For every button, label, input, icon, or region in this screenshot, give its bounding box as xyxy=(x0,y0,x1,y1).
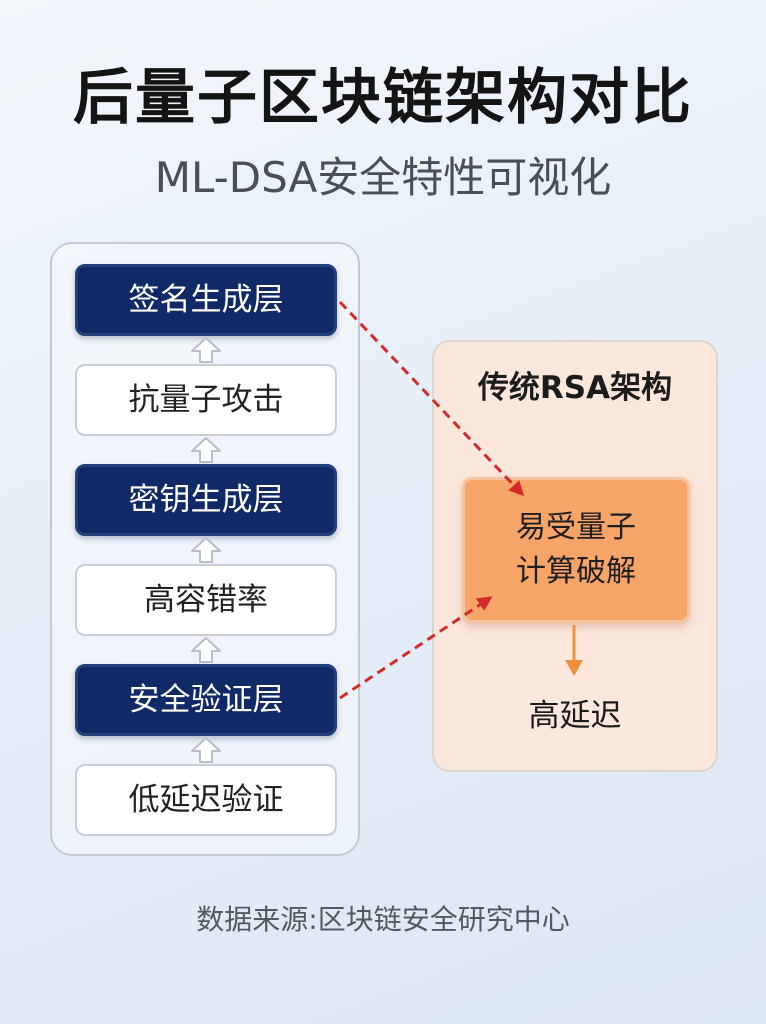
up-arrow-icon xyxy=(191,337,221,363)
up-arrow-icon xyxy=(191,537,221,563)
page-title: 后量子区块链架构对比 xyxy=(73,63,693,133)
stack-box-quantum-resistance: 抗量子攻击 xyxy=(75,364,337,436)
stack-box-key-generation-layer: 密钥生成层 xyxy=(75,464,337,536)
stack-box-low-latency-verification: 低延迟验证 xyxy=(75,764,337,836)
high-latency-label: 高延迟 xyxy=(528,698,622,734)
page-subtitle: ML-DSA安全特性可视化 xyxy=(154,153,612,202)
up-arrow-icon xyxy=(191,737,221,763)
stack-box-signature-layer: 签名生成层 xyxy=(75,264,337,336)
data-source-note: 数据来源:区块链安全研究中心 xyxy=(196,903,570,936)
up-arrow-icon xyxy=(191,437,221,463)
up-arrow-icon xyxy=(191,637,221,663)
vulnerability-box: 易受量子 计算破解 xyxy=(462,477,690,623)
stack-box-fault-tolerance: 高容错率 xyxy=(75,564,337,636)
rsa-panel-title: 传统RSA架构 xyxy=(477,370,673,406)
vulnerability-line-1: 易受量子 xyxy=(516,510,636,545)
stack-box-security-verification-layer: 安全验证层 xyxy=(75,664,337,736)
vulnerability-line-2: 计算破解 xyxy=(516,554,636,589)
